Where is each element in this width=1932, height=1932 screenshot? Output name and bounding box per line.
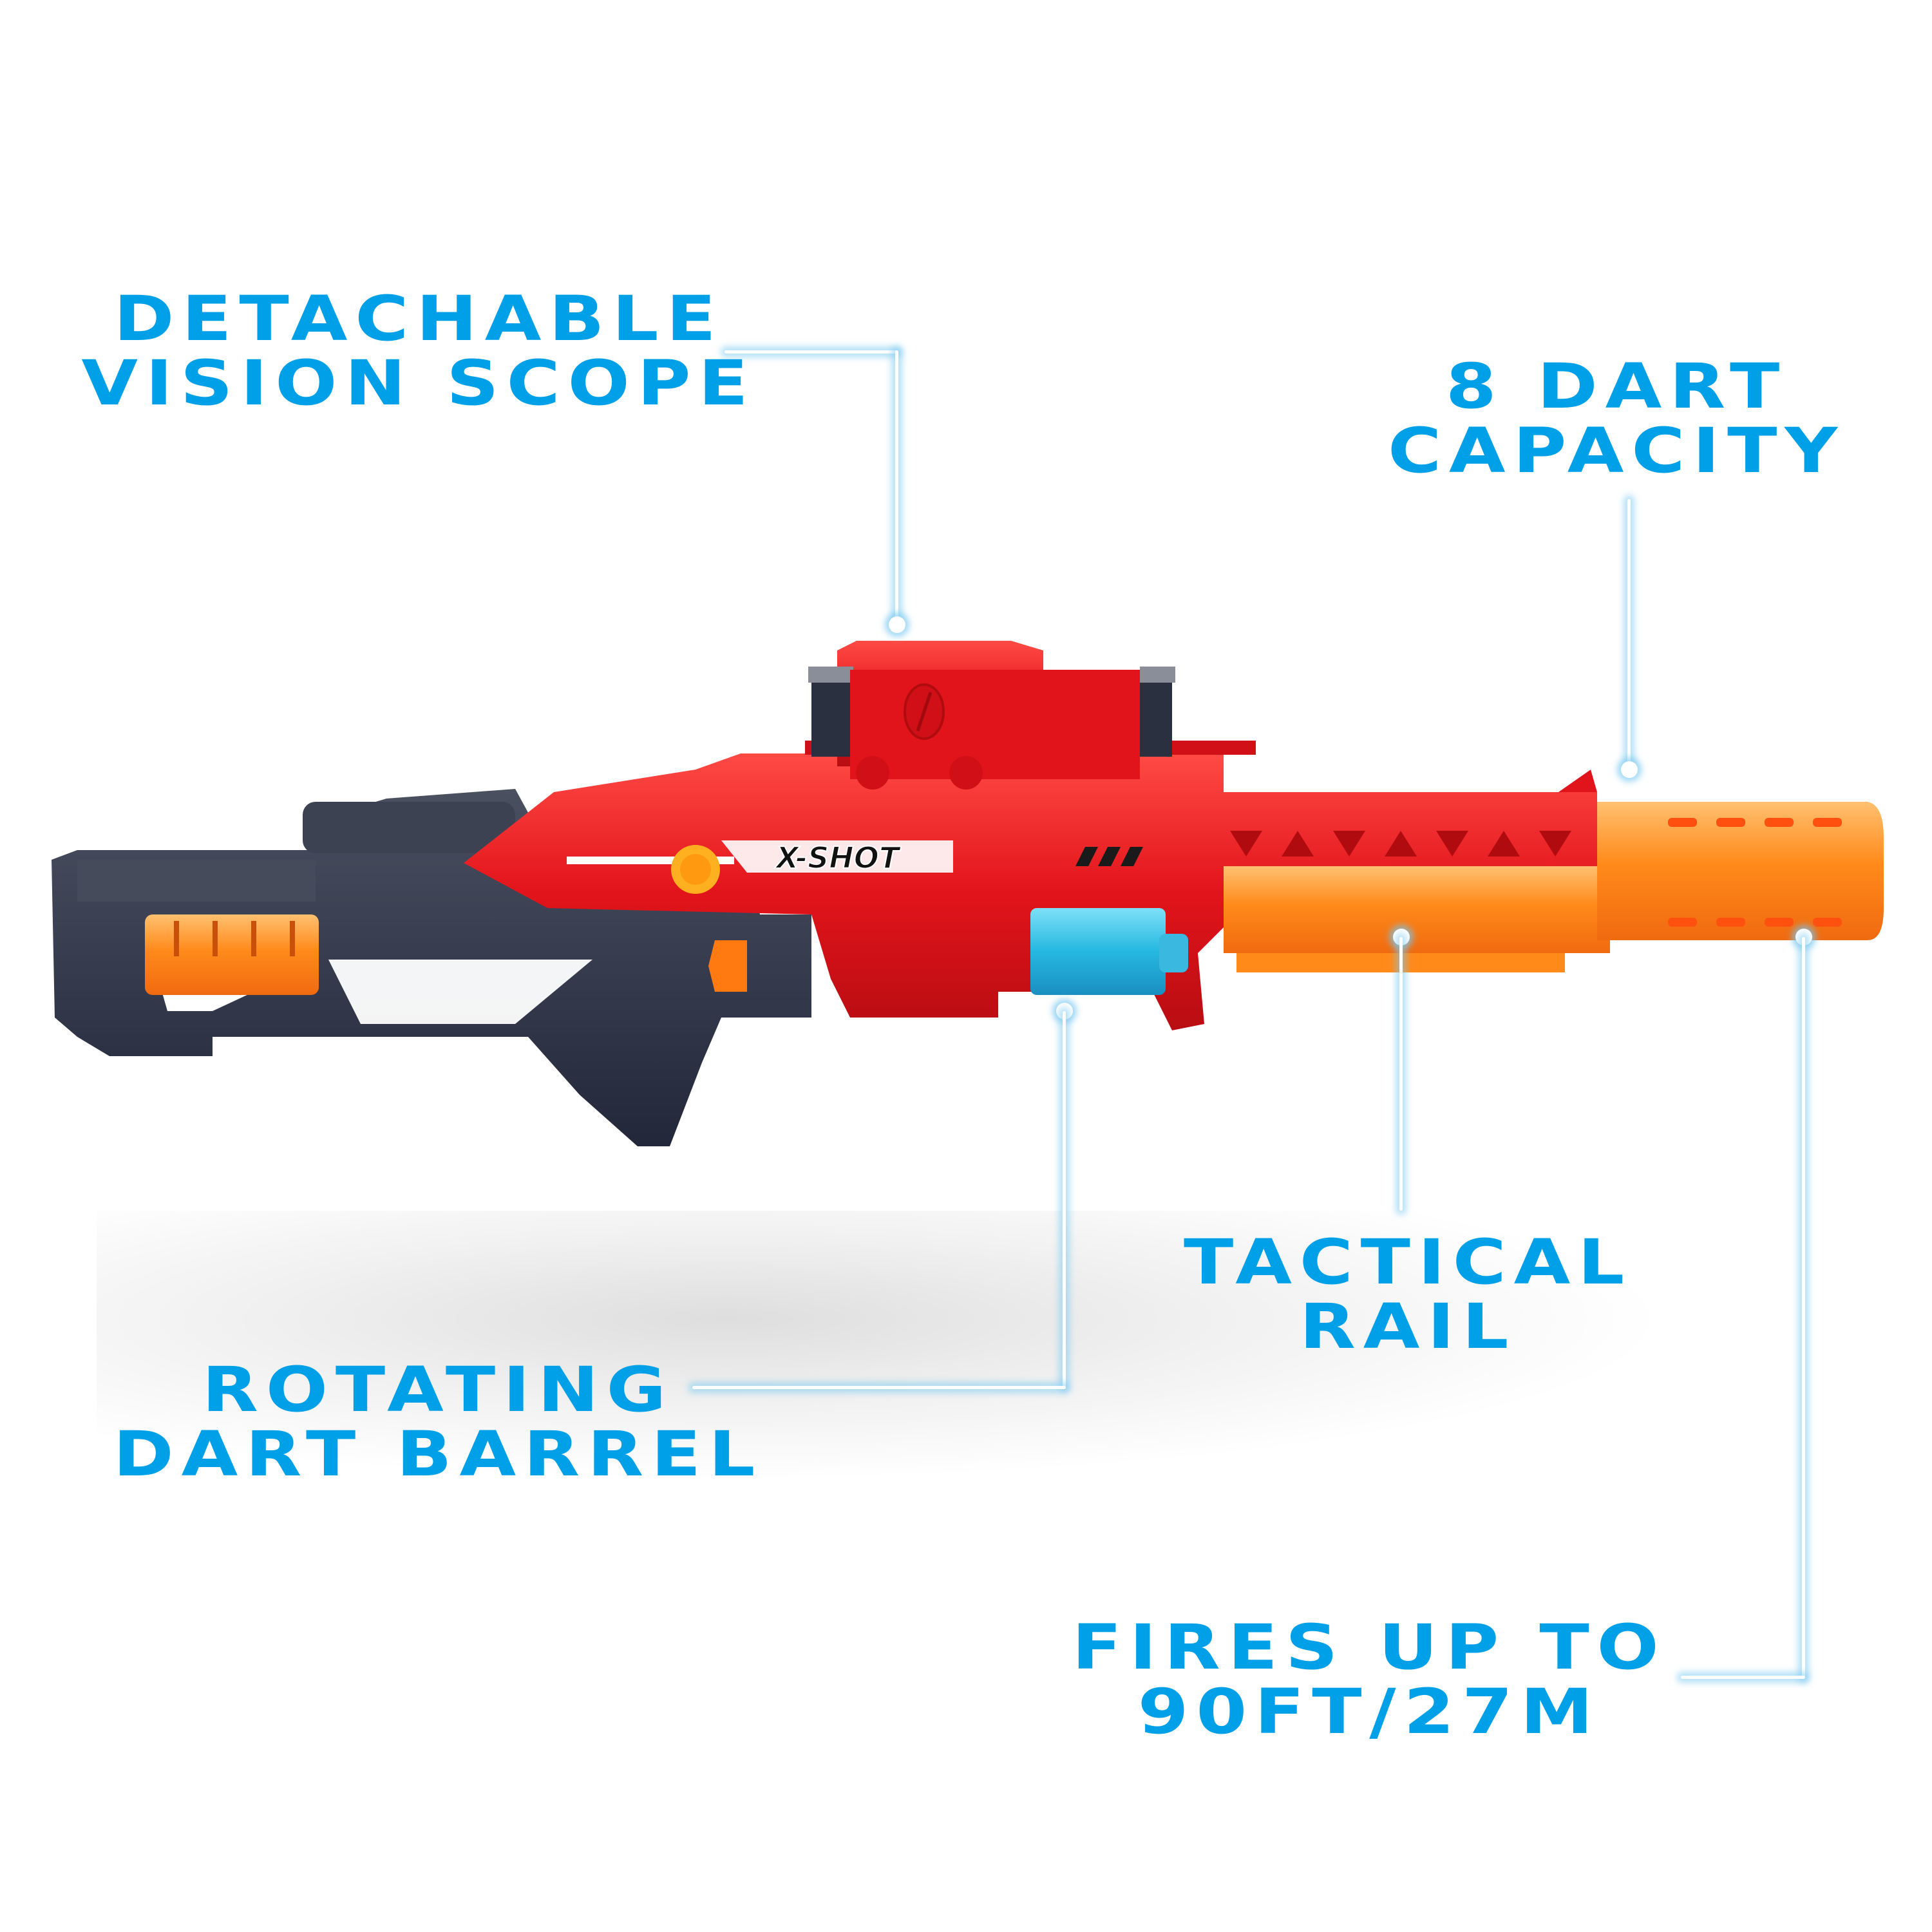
scope-label-line2: VISION SCOPE (81, 347, 756, 419)
rail-label-line1: TACTICAL (1183, 1226, 1633, 1298)
xshot-logo: X-SHOT (774, 840, 902, 875)
capacity-label-line2: CAPACITY (1387, 415, 1846, 487)
barrel-callout-horizontal (692, 1386, 1066, 1389)
range-label: FIRES UP TO 90FT/27M (1027, 1615, 1711, 1744)
orange-lever (708, 940, 747, 992)
red-body: X-SHOT (464, 741, 1597, 1030)
range-label-line1: FIRES UP TO (1072, 1611, 1667, 1683)
rail-label: TACTICAL RAIL (1104, 1230, 1712, 1359)
vision-scope (808, 641, 1175, 790)
barrel-label: ROTATING DART BARREL (96, 1358, 780, 1486)
capacity-callout-dot (1621, 761, 1638, 778)
scope-callout-horizontal (724, 350, 898, 354)
capacity-callout-vertical (1627, 499, 1631, 766)
capacity-label-line1: 8 DART (1445, 350, 1788, 422)
range-label-line2: 90FT/27M (1137, 1676, 1601, 1748)
barrel (1224, 802, 1884, 972)
range-callout-horizontal (1681, 1676, 1805, 1679)
rail-callout-vertical (1399, 937, 1403, 1211)
stock-orange-rail (145, 914, 319, 995)
scope-label-line1: DETACHABLE (113, 283, 724, 355)
range-callout-vertical (1802, 937, 1805, 1679)
barrel-label-line1: ROTATING (202, 1354, 674, 1426)
floor-shadow (97, 1211, 1674, 1481)
rail-label-line2: RAIL (1299, 1291, 1517, 1363)
scope-callout-dot (889, 616, 905, 633)
scope-label: DETACHABLE VISION SCOPE (77, 287, 761, 415)
barrel-label-line2: DART BARREL (113, 1418, 763, 1490)
scope-callout-vertical (895, 350, 898, 624)
capacity-label: 8 DART CAPACITY (1305, 354, 1928, 483)
rotating-cylinder (1030, 908, 1188, 995)
barrel-callout-vertical (1063, 1011, 1066, 1388)
